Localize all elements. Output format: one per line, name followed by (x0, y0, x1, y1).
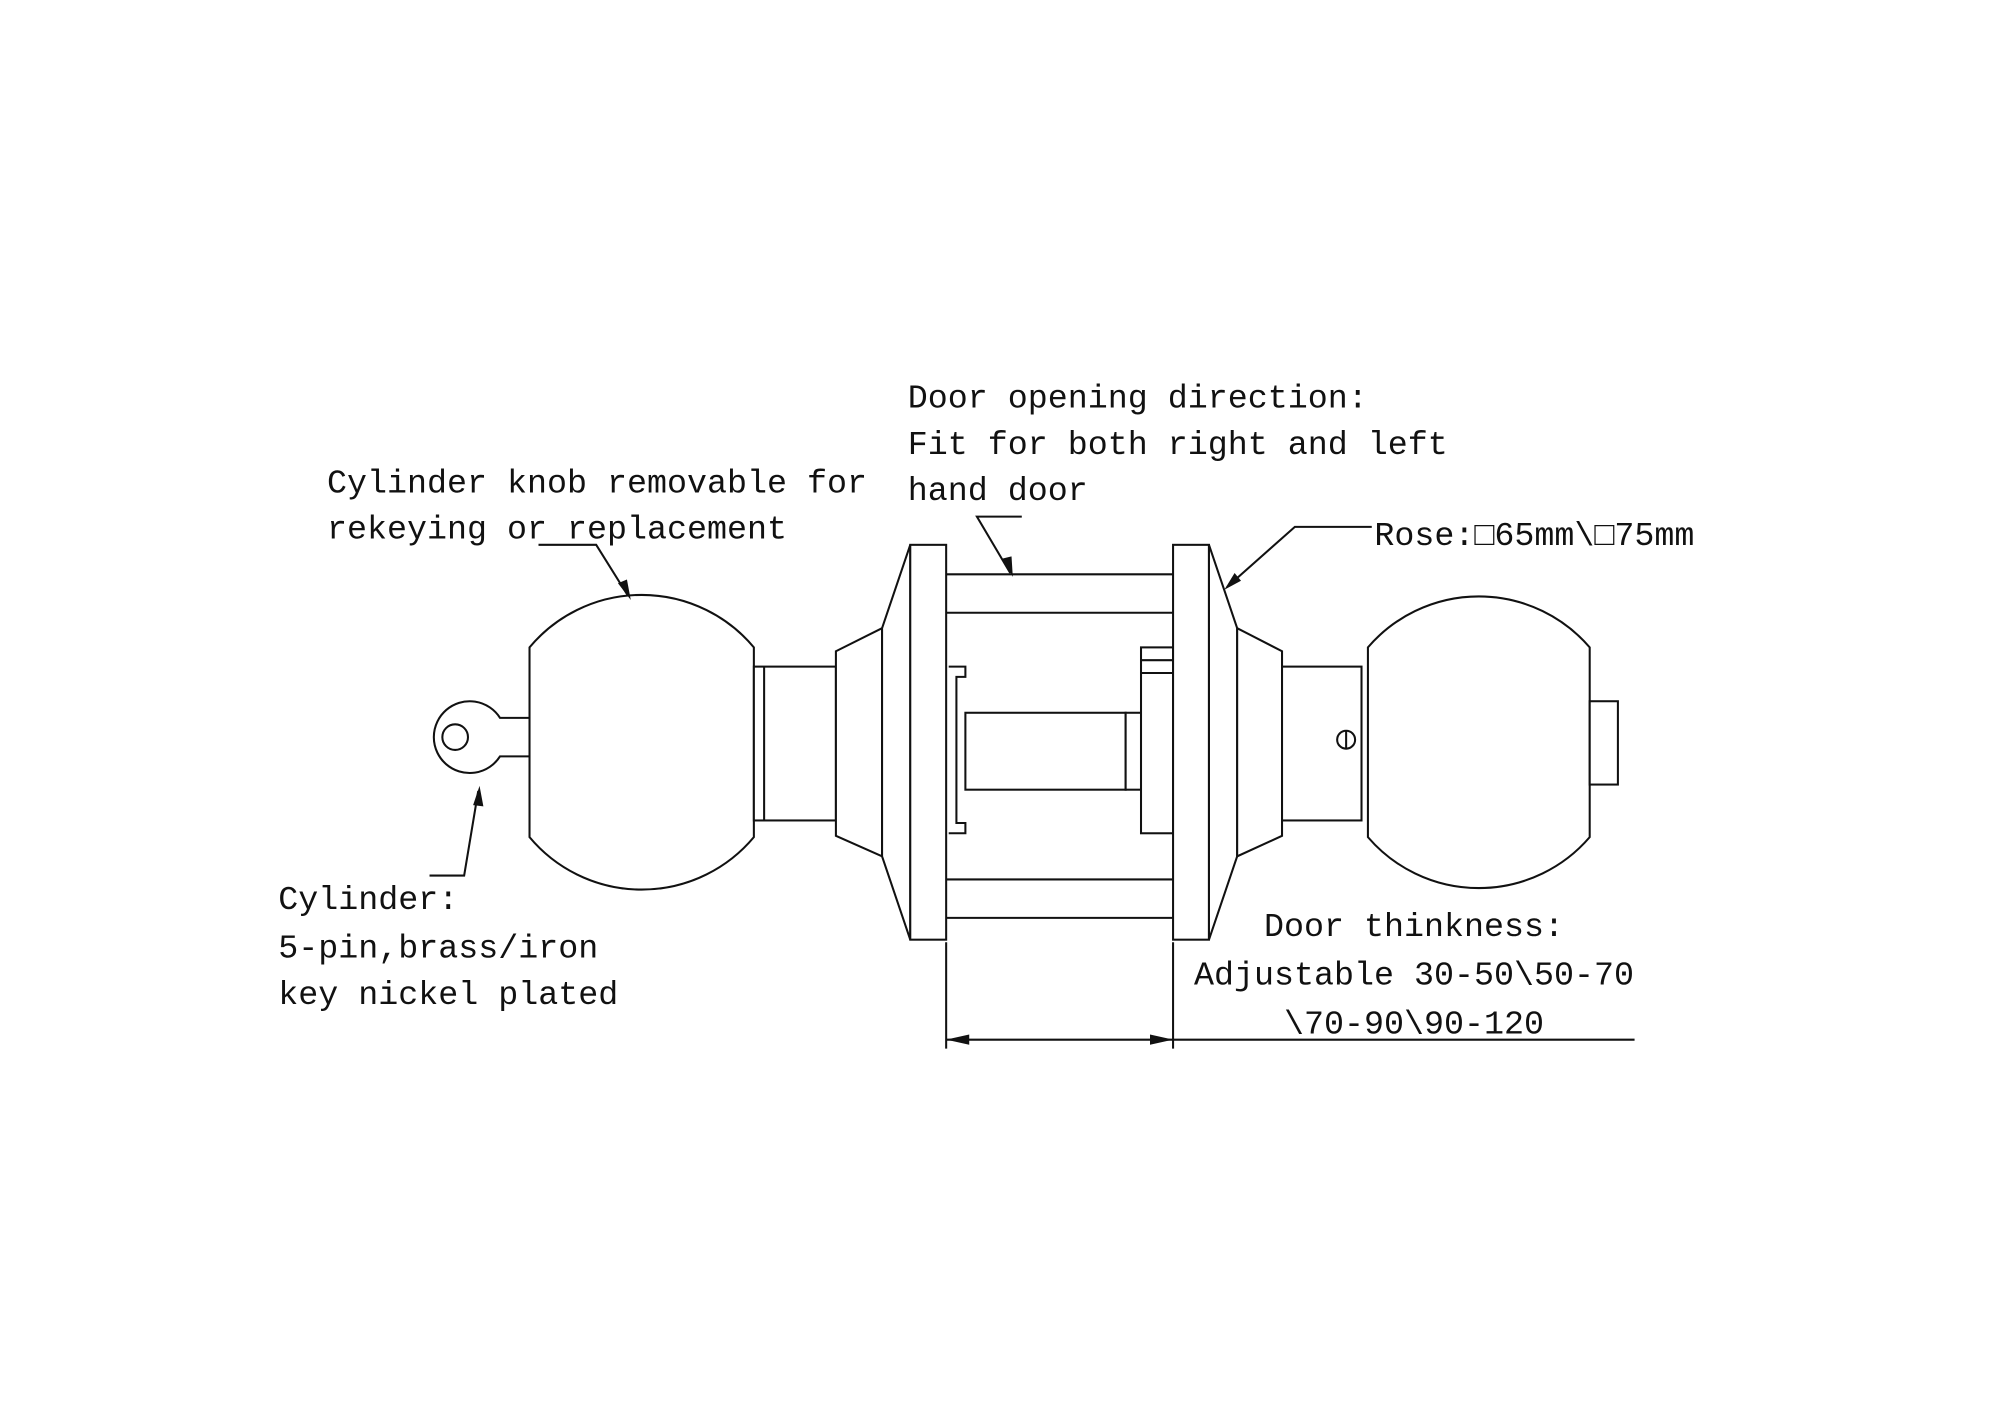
door-thickness-line-1: Door thinkness: (1264, 909, 1564, 947)
leader-lines (429, 515, 1372, 877)
right-rose (1172, 543, 1284, 941)
left-neck (752, 665, 837, 822)
cylinder-line-3: key nickel plated (278, 977, 618, 1015)
spindle (948, 646, 1175, 835)
thickness-dimension (945, 942, 1635, 1049)
right-knob (1366, 595, 1591, 890)
right-neck (1281, 665, 1363, 822)
left-knob (528, 593, 755, 891)
push-button (1588, 700, 1619, 786)
cylinder-line-2: 5-pin,brass/iron (278, 931, 598, 969)
key (432, 700, 531, 774)
cylinder-line-1: Cylinder: (278, 882, 458, 920)
key-hole (441, 723, 470, 751)
door-section (946, 573, 1174, 919)
door-thickness-line-2: Adjustable 30-50\50-70 (1194, 958, 1634, 996)
door-direction-line-1: Door opening direction: (908, 381, 1368, 419)
door-direction-line-2: Fit for both right and left (908, 427, 1448, 465)
cylinder-knob-line-1: Cylinder knob removable for (327, 465, 867, 503)
left-rose (834, 543, 948, 941)
rose-label: Rose:□65mm\□75mm (1374, 518, 1694, 556)
door-thickness-line-3: \70-90\90-120 (1284, 1006, 1544, 1044)
door-direction-line-3: hand door (908, 473, 1088, 511)
cylinder-knob-line-2: rekeying or replacement (327, 511, 787, 549)
